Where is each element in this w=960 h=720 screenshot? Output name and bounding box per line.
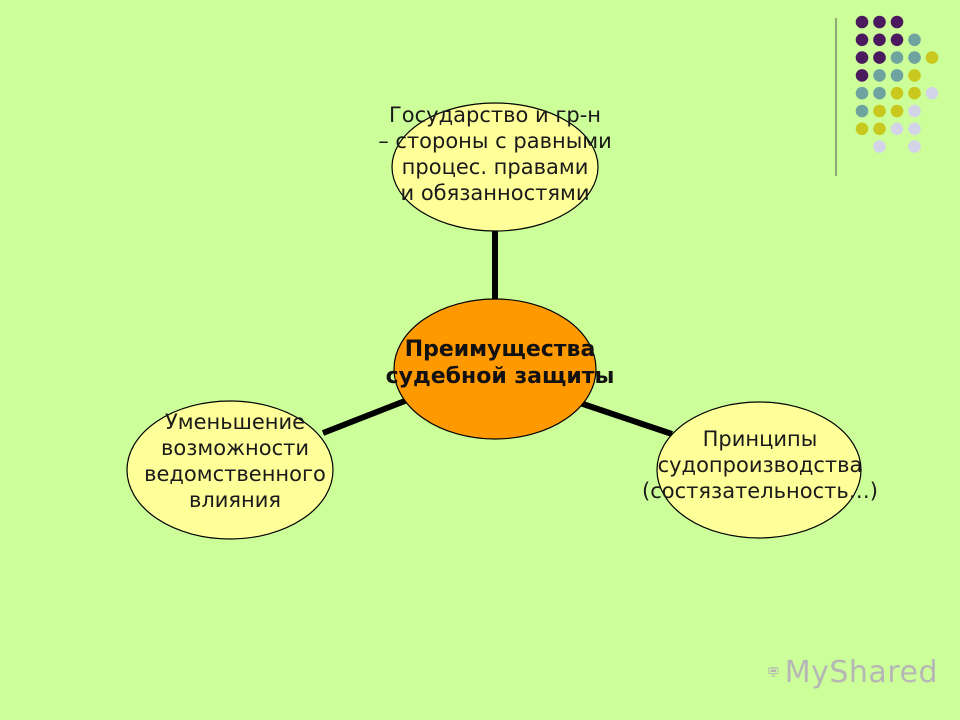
decorative-dot <box>873 51 886 64</box>
decorative-dot <box>873 15 886 29</box>
decorative-dot <box>890 86 904 100</box>
decorative-dot <box>908 104 921 118</box>
decorative-dot <box>908 122 921 136</box>
decorative-dot <box>873 86 886 100</box>
watermark-text: MyShared <box>784 654 938 690</box>
decorative-dot <box>908 140 921 153</box>
decorative-dot <box>908 86 921 100</box>
decorative-dot <box>908 33 921 47</box>
node-center-ellipse <box>393 298 597 440</box>
node-top-label: Государство и гр-н – стороны с равными п… <box>378 103 612 205</box>
decorative-dot <box>908 51 921 64</box>
decorative-dot <box>925 51 939 64</box>
decorative-dot <box>855 51 869 64</box>
decorative-dot <box>890 15 904 29</box>
decorative-dot <box>855 86 869 100</box>
decorative-dot <box>855 33 869 47</box>
decorative-dot <box>855 69 869 82</box>
decorative-dot <box>890 122 904 136</box>
decorative-dot <box>855 122 869 136</box>
node-top-ellipse <box>391 102 599 232</box>
node-right-ellipse <box>656 401 862 539</box>
decorative-dot <box>890 33 904 47</box>
node-center-label: Преимущества судебной защиты <box>385 337 615 389</box>
decorative-dot <box>873 33 886 47</box>
decorative-dot <box>873 140 886 153</box>
decorative-dot-grid <box>855 15 939 153</box>
presentation-board-icon <box>768 667 779 677</box>
connector-right <box>579 400 673 437</box>
decorative-dot <box>890 51 904 64</box>
decorative-dot <box>908 69 921 82</box>
decorative-dot <box>890 69 904 82</box>
decorative-dot <box>855 15 869 29</box>
watermark-logo: MyShared <box>768 652 938 692</box>
connector-left <box>321 396 412 436</box>
decorative-dot <box>873 122 886 136</box>
node-left-label: Уменьшение возможности ведомственного вл… <box>144 410 326 512</box>
decorative-dot <box>855 104 869 118</box>
decorative-dot <box>925 86 939 100</box>
node-right-label: Принципы судопроизводства (состязательно… <box>642 427 878 503</box>
decorative-dot <box>890 104 904 118</box>
decorative-dot <box>873 104 886 118</box>
node-left-ellipse <box>126 400 334 540</box>
decorative-dot <box>873 69 886 82</box>
